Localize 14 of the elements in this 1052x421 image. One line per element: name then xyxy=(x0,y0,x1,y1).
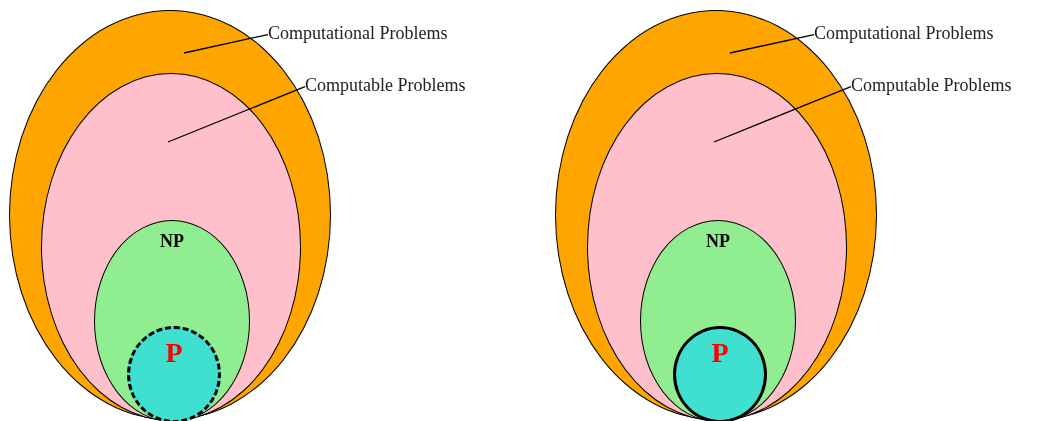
callout-text: Computational Problems xyxy=(268,23,448,44)
leader-line xyxy=(183,33,269,54)
callout-text: Computational Problems xyxy=(814,23,994,44)
set-label: NP xyxy=(160,231,184,251)
leader-line xyxy=(729,33,815,54)
leader-line xyxy=(713,85,852,143)
set-label: P xyxy=(711,337,729,368)
set-label: P xyxy=(165,337,183,368)
set-ellipse xyxy=(673,326,767,421)
callout-text: Computable Problems xyxy=(851,75,1012,96)
set-ellipse xyxy=(127,326,221,421)
callout-text: Computable Problems xyxy=(305,75,466,96)
set-label: NP xyxy=(706,231,730,251)
leader-line xyxy=(167,85,306,143)
